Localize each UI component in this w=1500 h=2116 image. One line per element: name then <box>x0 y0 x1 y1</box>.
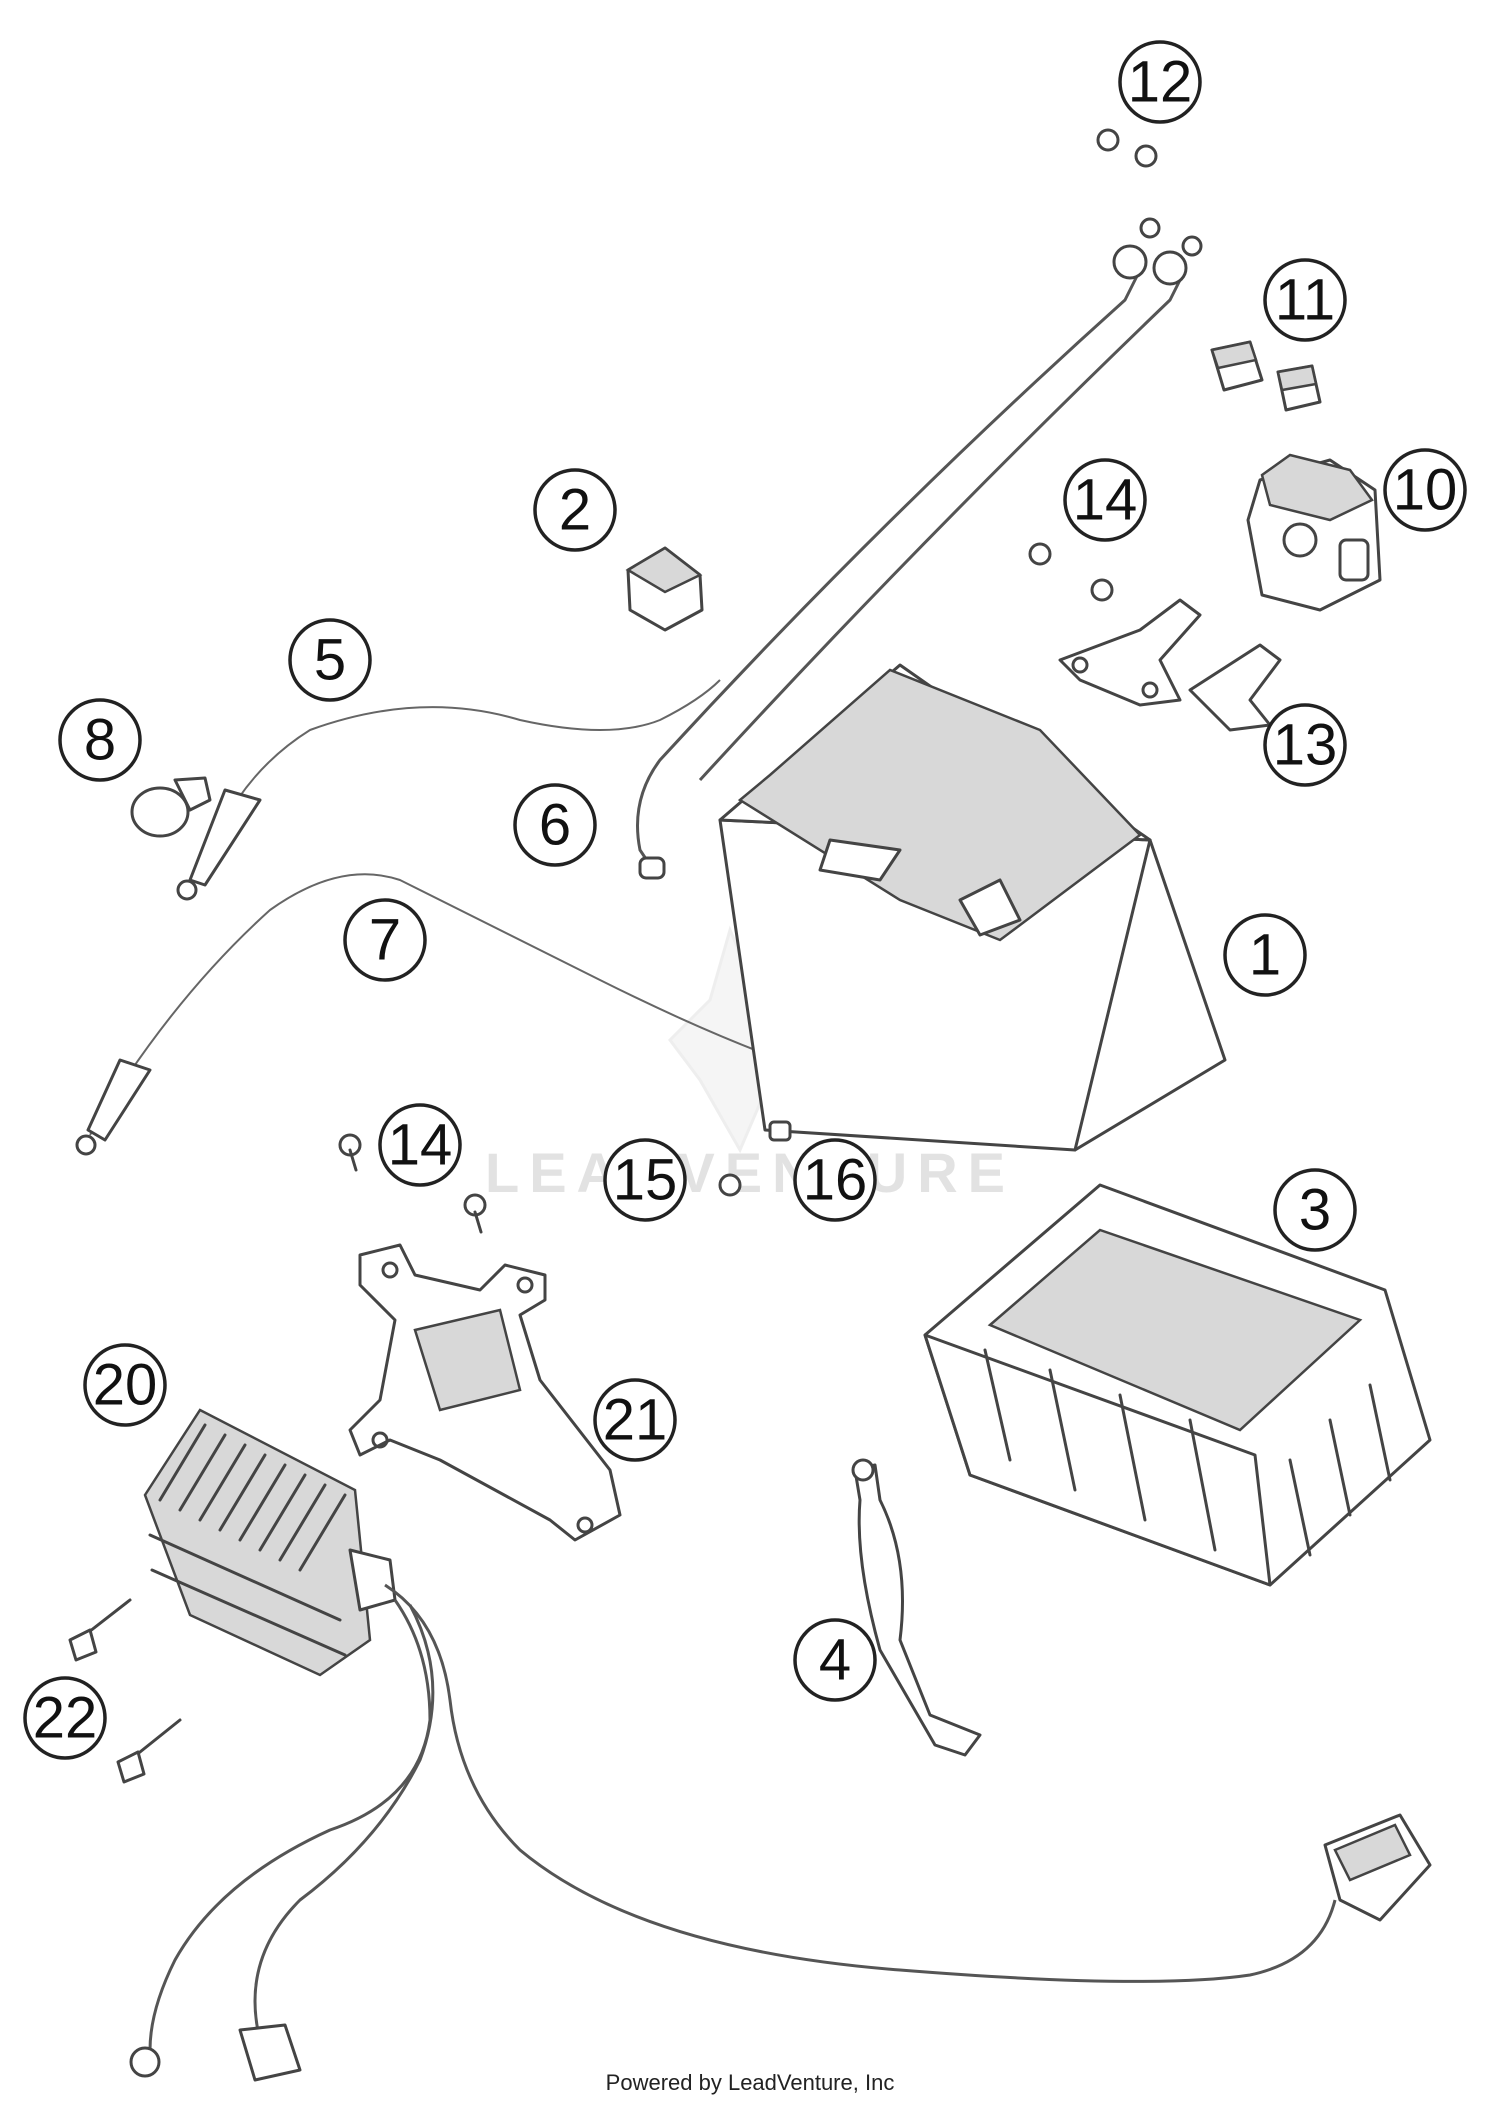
callout-12: 12 <box>1118 40 1202 124</box>
callout-3: 3 <box>1273 1168 1357 1252</box>
svg-text:16: 16 <box>803 1148 868 1213</box>
part-14-screws-top <box>1028 542 1114 602</box>
part-11-relay-plugs <box>1210 340 1322 412</box>
svg-text:8: 8 <box>84 708 116 773</box>
part-12-screws <box>1096 128 1203 257</box>
callout-22: 22 <box>23 1676 107 1760</box>
callout-4: 4 <box>793 1618 877 1702</box>
callout-21: 21 <box>593 1378 677 1462</box>
svg-text:10: 10 <box>1393 458 1458 523</box>
svg-text:11: 11 <box>1275 268 1335 333</box>
svg-text:1: 1 <box>1249 923 1281 988</box>
svg-text:2: 2 <box>559 478 591 543</box>
svg-text:12: 12 <box>1128 50 1193 115</box>
part-2-terminal-cap <box>625 546 704 632</box>
callout-15: 15 <box>603 1138 687 1222</box>
callout-13: 13 <box>1263 703 1347 787</box>
part-21-regulator-bracket <box>348 1243 622 1542</box>
callout-14-middle: 14 <box>378 1103 462 1187</box>
callout-14-top: 14 <box>1063 458 1147 542</box>
svg-text:22: 22 <box>33 1686 98 1751</box>
part-1-battery <box>718 663 1227 1152</box>
callout-11: 11 <box>1263 258 1347 342</box>
svg-text:13: 13 <box>1273 713 1338 778</box>
watermark-text: LEADVENTURE <box>485 1141 1015 1204</box>
callout-7: 7 <box>343 898 427 982</box>
svg-text:4: 4 <box>819 1628 851 1693</box>
part-6-battery-cable <box>636 244 1188 880</box>
svg-text:7: 7 <box>369 908 401 973</box>
part-20-regulator-harness <box>129 1583 1432 2082</box>
part-16-nut <box>768 1120 792 1142</box>
svg-text:20: 20 <box>93 1353 158 1418</box>
callout-6: 6 <box>513 783 597 867</box>
callout-2: 2 <box>533 468 617 552</box>
part-3-battery-tray <box>923 1183 1432 1587</box>
part-8-terminal-cover <box>130 776 212 838</box>
svg-text:3: 3 <box>1299 1178 1331 1243</box>
svg-text:15: 15 <box>613 1148 678 1213</box>
callout-20: 20 <box>83 1343 167 1427</box>
svg-text:5: 5 <box>314 628 346 693</box>
svg-text:14: 14 <box>388 1113 453 1178</box>
callout-5: 5 <box>288 618 372 702</box>
part-4-ground-strap <box>851 1458 982 1757</box>
part-13-relay-bracket <box>1058 598 1282 732</box>
part-14-screws-middle <box>338 1133 487 1234</box>
callout-10: 10 <box>1383 448 1467 532</box>
part-20-voltage-regulator <box>143 1408 397 1677</box>
callout-1: 1 <box>1223 913 1307 997</box>
part-10-starter-relay <box>1246 453 1382 612</box>
callout-8: 8 <box>58 698 142 782</box>
callout-16: 16 <box>793 1138 877 1222</box>
svg-text:21: 21 <box>603 1388 668 1453</box>
svg-text:6: 6 <box>539 793 571 858</box>
part-5-ground-cable <box>176 679 721 901</box>
part-15-screw <box>718 1173 742 1197</box>
svg-text:14: 14 <box>1073 468 1138 533</box>
part-22-bolts <box>68 1598 182 1784</box>
footer-credit: Powered by LeadVenture, Inc <box>606 2070 895 2095</box>
